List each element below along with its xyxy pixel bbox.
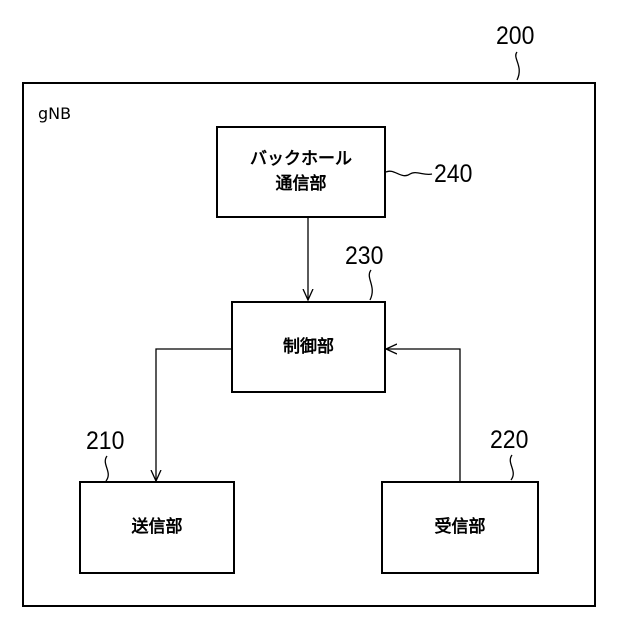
transmit-label: 送信部: [132, 515, 183, 540]
gnb-label: gNB: [38, 104, 71, 123]
ref-210: 210: [86, 429, 124, 454]
control-label: 制御部: [283, 335, 334, 360]
ref-200: 200: [496, 24, 534, 49]
ref-220: 220: [490, 428, 528, 453]
transmit-unit: 送信部: [79, 481, 235, 574]
ref-230: 230: [345, 244, 383, 269]
backhaul-communication-unit: バックホール 通信部: [216, 126, 386, 218]
control-unit: 制御部: [231, 301, 386, 393]
receive-unit: 受信部: [381, 481, 539, 574]
backhaul-label-line2: 通信部: [276, 172, 327, 197]
backhaul-label-line1: バックホール: [250, 147, 352, 172]
receive-label: 受信部: [435, 515, 486, 540]
ref-240: 240: [434, 162, 472, 187]
leader-200: [516, 52, 520, 80]
